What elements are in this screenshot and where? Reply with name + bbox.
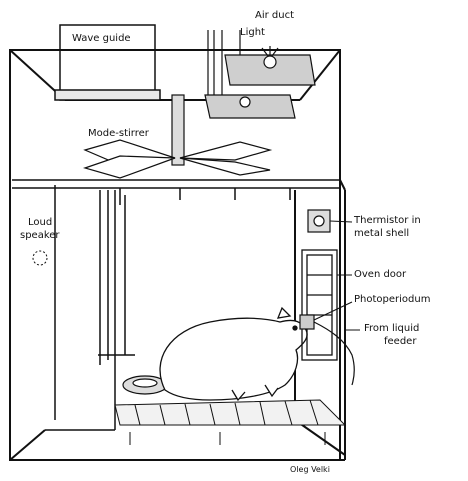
light-label: Light: [240, 27, 265, 38]
loud-speaker: [32, 250, 48, 266]
rat: [159, 306, 308, 402]
liquid-feeder-label-1: From liquid: [364, 323, 420, 334]
wave-guide-label: Wave guide: [72, 33, 131, 44]
thermistor-label-1: Thermistor in: [354, 215, 421, 226]
oven-door-label: Oven door: [354, 269, 407, 280]
air-duct-label: Air duct: [255, 10, 295, 21]
signature-label: Oleg Velki: [290, 465, 330, 474]
oven-door: [301, 249, 338, 361]
photoperiodum-feeder: [299, 314, 355, 386]
mode-stirrer: [82, 94, 273, 179]
light-fixture: [204, 46, 316, 119]
food-dish: [122, 375, 168, 395]
loud-speaker-label-2: speaker: [20, 230, 60, 241]
cage-floor-grid: [114, 399, 347, 445]
cage-frame: [45, 185, 135, 431]
photoperiodum-label: Photoperiodum: [354, 294, 431, 305]
leader-lines: [313, 220, 360, 331]
liquid-feeder-label-2: feeder: [384, 336, 417, 347]
loud-speaker-label-1: Loud: [28, 217, 53, 228]
ceiling-rail: [12, 179, 340, 205]
wave-guide: [54, 24, 161, 101]
right-side-panel: [294, 50, 346, 460]
thermistor: [307, 209, 331, 233]
mode-stirrer-label: Mode-stirrer: [88, 128, 149, 139]
thermistor-label-2: metal shell: [354, 228, 410, 239]
